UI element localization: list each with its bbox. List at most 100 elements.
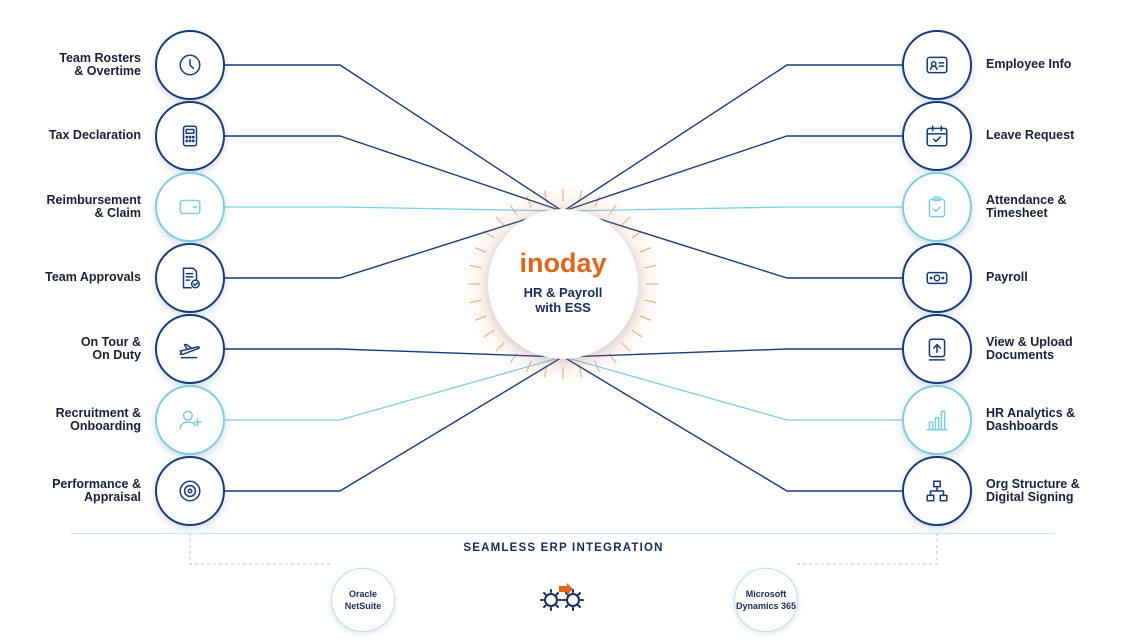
connector-line bbox=[225, 64, 563, 212]
connector-line bbox=[565, 348, 902, 358]
upload-document-icon bbox=[928, 338, 946, 361]
left-module-label: Recruitment & Onboarding bbox=[0, 405, 141, 435]
right-module-label: Employee Info bbox=[986, 50, 1127, 80]
right-module-node bbox=[902, 172, 972, 242]
module-label-text: Reimbursement & Claim bbox=[46, 192, 141, 220]
brand-name: inoday bbox=[519, 247, 607, 278]
connector-line bbox=[225, 356, 563, 421]
left-module-node bbox=[155, 101, 225, 171]
hub-ray bbox=[644, 264, 657, 269]
left-module-node bbox=[155, 172, 225, 242]
module-label-text: Payroll bbox=[986, 270, 1028, 285]
right-module-node bbox=[902, 456, 972, 526]
hub-ray bbox=[475, 247, 487, 253]
module-label-text: View & Upload Documents bbox=[986, 334, 1073, 362]
org-chart-icon bbox=[926, 480, 948, 502]
left-module-label: On Tour & On Duty bbox=[0, 334, 141, 364]
left-module-label: Team Approvals bbox=[0, 263, 141, 293]
left-module-label: Performance & Appraisal bbox=[0, 476, 141, 506]
hub-ray bbox=[631, 329, 643, 338]
right-module-label: Leave Request bbox=[986, 121, 1127, 151]
clock-icon bbox=[179, 54, 201, 76]
right-module-label: Payroll bbox=[986, 263, 1127, 293]
right-module-node bbox=[902, 385, 972, 455]
module-label-text: Recruitment & Onboarding bbox=[55, 405, 141, 433]
hub-ray bbox=[639, 247, 651, 253]
module-label-text: Tax Declaration bbox=[48, 128, 141, 143]
connector-line bbox=[563, 356, 902, 421]
right-module-node bbox=[902, 314, 972, 384]
connector-line bbox=[225, 348, 561, 358]
hub-ray bbox=[621, 216, 631, 226]
connector-line bbox=[225, 135, 563, 212]
connector-line bbox=[583, 213, 902, 279]
hub-ray bbox=[469, 299, 482, 304]
calendar-check-icon bbox=[926, 125, 948, 147]
module-label-text: On Tour & On Duty bbox=[80, 334, 141, 362]
module-label-text: Team Rosters & Overtime bbox=[59, 50, 141, 78]
right-module-label: HR Analytics & Dashboards bbox=[986, 405, 1127, 435]
wallet-card-icon bbox=[179, 199, 201, 215]
right-module-node bbox=[902, 243, 972, 313]
divider bbox=[70, 533, 1055, 534]
hub-subtitle: HR & Payroll with ESS bbox=[523, 284, 603, 315]
module-label-text: Leave Request bbox=[986, 128, 1075, 143]
connector-line bbox=[564, 206, 902, 212]
hub-ray bbox=[639, 315, 651, 321]
calculator-icon bbox=[182, 125, 198, 147]
erp-microsoft-dynamics: Microsoft Dynamics 365 bbox=[734, 568, 798, 632]
bar-chart-icon bbox=[926, 410, 948, 431]
add-user-icon bbox=[179, 410, 202, 430]
erp-title: SEAMLESS ERP INTEGRATION bbox=[463, 542, 664, 554]
module-label-text: HR Analytics & Dashboards bbox=[986, 405, 1076, 433]
left-module-node bbox=[155, 30, 225, 100]
hub-ray bbox=[594, 196, 600, 208]
left-module-node bbox=[155, 314, 225, 384]
connector-line bbox=[225, 356, 563, 492]
approved-document-icon bbox=[182, 267, 200, 289]
erp-connector bbox=[189, 533, 331, 565]
module-label-text: Team Approvals bbox=[45, 270, 141, 285]
module-label-text: Org Structure & Digital Signing bbox=[986, 476, 1080, 504]
hub-ray bbox=[469, 264, 482, 269]
gears-icon bbox=[540, 583, 584, 611]
hub-ray bbox=[526, 196, 532, 208]
right-module-node bbox=[902, 101, 972, 171]
left-module-node bbox=[155, 456, 225, 526]
airplane-icon bbox=[179, 343, 200, 359]
connector-line bbox=[563, 64, 902, 212]
hub-ray bbox=[621, 342, 631, 352]
connector-line bbox=[225, 206, 562, 212]
id-card-icon bbox=[926, 56, 948, 74]
erp-oracle-label: Oracle NetSuite bbox=[344, 589, 382, 611]
hub-ray bbox=[495, 342, 505, 352]
left-module-node bbox=[155, 385, 225, 455]
module-label-text: Employee Info bbox=[986, 57, 1072, 72]
right-module-label: View & Upload Documents bbox=[986, 334, 1127, 364]
left-module-label: Team Rosters & Overtime bbox=[0, 50, 141, 80]
left-module-label: Reimbursement & Claim bbox=[0, 192, 141, 222]
module-label-text: Attendance & Timesheet bbox=[986, 192, 1067, 220]
hub-circle: inoday HR & Payroll with ESS bbox=[488, 209, 638, 359]
clipboard-check-icon bbox=[928, 196, 946, 218]
hub-ray bbox=[475, 315, 487, 321]
erp-microsoft-label: Microsoft Dynamics 365 bbox=[735, 589, 797, 611]
erp-oracle-netsuite: Oracle NetSuite bbox=[331, 568, 395, 632]
connector-line bbox=[563, 135, 902, 212]
right-module-node bbox=[902, 30, 972, 100]
module-label-text: Performance & Appraisal bbox=[52, 476, 141, 504]
left-module-node bbox=[155, 243, 225, 313]
money-bill-icon bbox=[926, 271, 948, 285]
connector-line bbox=[563, 356, 902, 492]
erp-connector bbox=[796, 533, 938, 565]
hub-ray bbox=[644, 299, 657, 304]
target-icon bbox=[179, 480, 201, 502]
right-module-label: Attendance & Timesheet bbox=[986, 192, 1127, 222]
hub-ray bbox=[495, 216, 505, 226]
right-module-label: Org Structure & Digital Signing bbox=[986, 476, 1127, 506]
connector-line bbox=[225, 213, 543, 279]
hub-ray bbox=[483, 329, 495, 338]
left-module-label: Tax Declaration bbox=[0, 121, 141, 151]
